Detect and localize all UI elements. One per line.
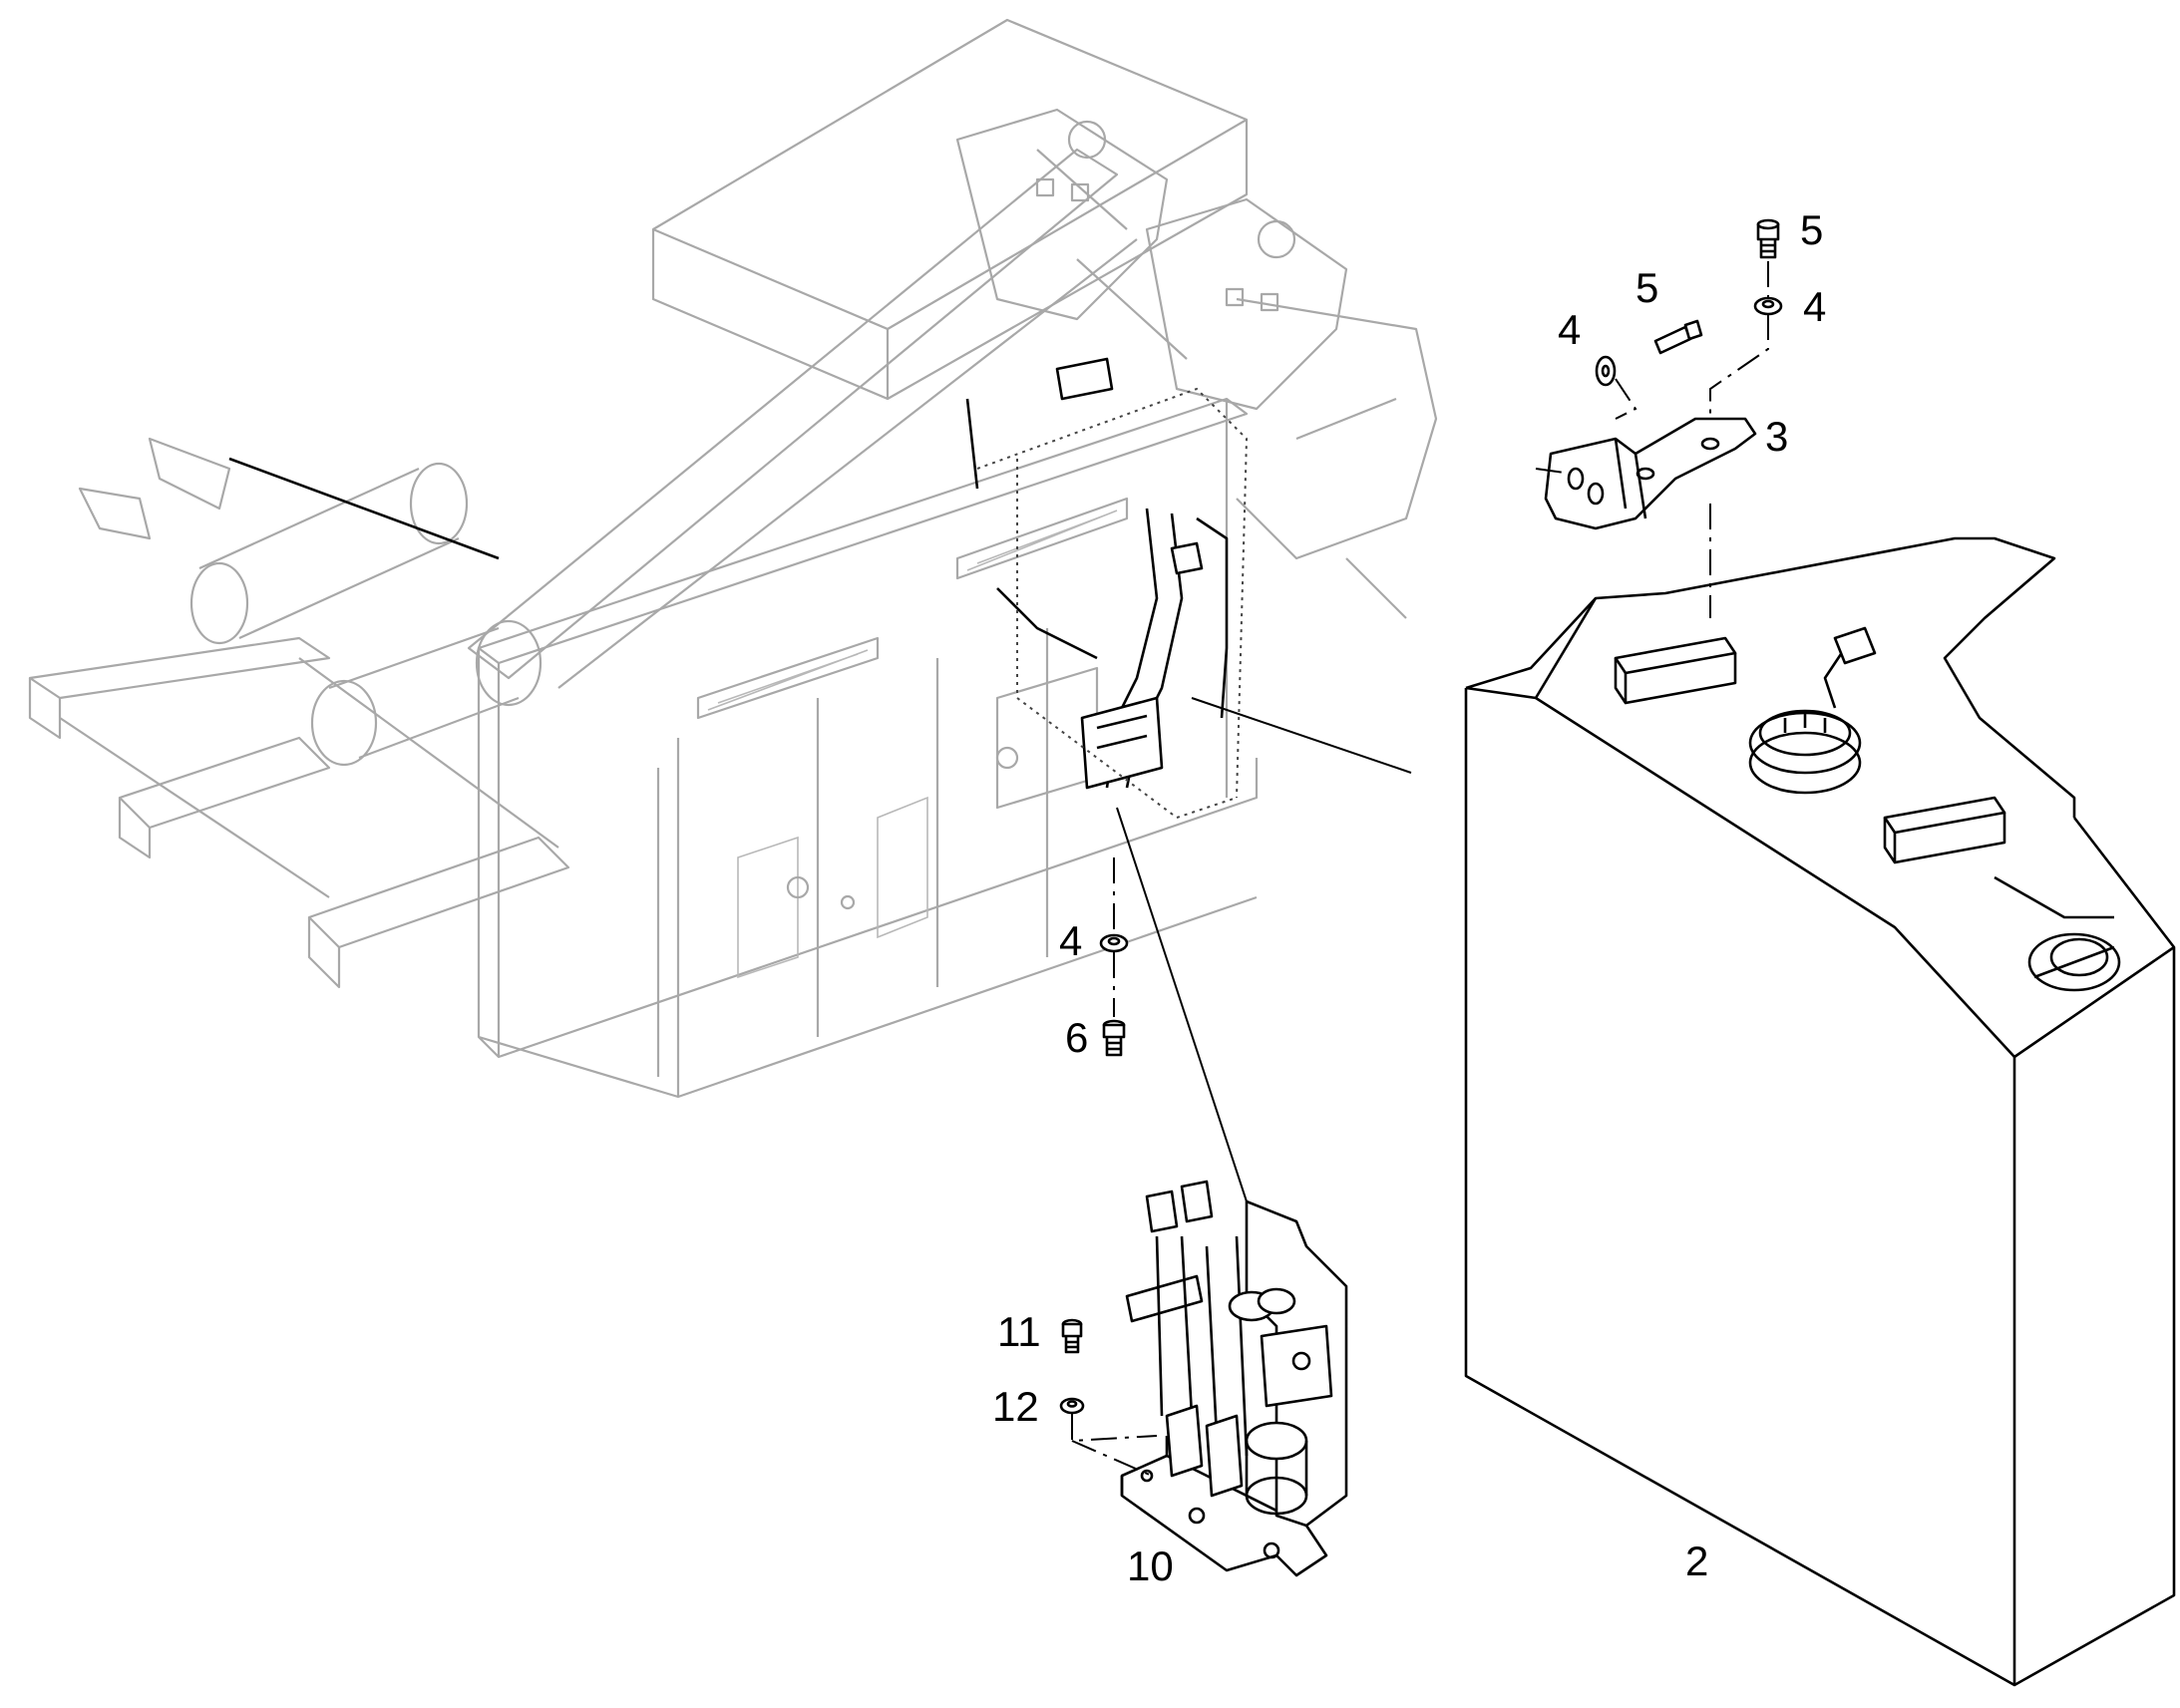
fastener-washer-12 [1059,1397,1085,1415]
fastener-bolt-11 [1061,1318,1083,1354]
mounting-bracket [1544,417,1757,530]
tank [1464,536,2176,1687]
hose-routing [965,357,1249,820]
callout-11: 11 [997,1308,1041,1355]
fastener-washer-4-left [1595,355,1617,387]
fastener-washer-4-right [1753,296,1783,316]
callout-4-bracket-right: 4 [1803,283,1826,330]
callout-3: 3 [1765,413,1788,460]
callout-5-bracket-left: 5 [1635,264,1658,311]
fastener-washer-4-lower [1099,933,1129,953]
chassis-frame [28,18,1438,1099]
fastener-bolt-5-right [1756,218,1780,259]
pump-module [1120,1180,1348,1577]
callout-labels: 5 4 5 4 3 4 6 11 12 10 2 [992,206,1826,1589]
fastener-bolt-5-left [1653,319,1703,355]
callout-4-bracket-left: 4 [1558,306,1581,353]
callout-6: 6 [1065,1014,1088,1061]
callout-12: 12 [992,1383,1039,1430]
callout-2: 2 [1685,1537,1708,1584]
callout-4-lower: 4 [1059,917,1082,964]
fastener-bolt-6 [1102,1019,1126,1057]
callout-5-bracket-right: 5 [1800,206,1823,253]
callout-10: 10 [1127,1542,1174,1589]
leader-lines [1071,261,1769,1477]
